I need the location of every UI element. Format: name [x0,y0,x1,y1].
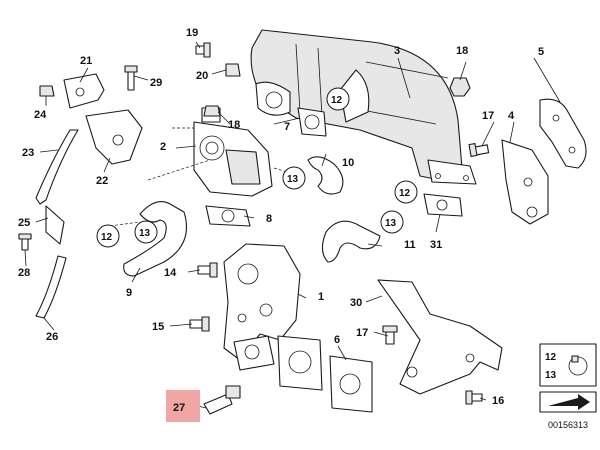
bracket-30-part [377,279,503,395]
label-21: 21 [80,55,92,67]
bolt-16-part [465,390,483,405]
nut-24-part [39,85,55,97]
callout-12c: 12 [96,224,120,248]
label-15: 15 [152,321,164,333]
bolt-15-part [189,316,210,332]
label-18a: 18 [456,45,468,57]
circled-callouts: 12 13 12 13 12 13 [96,87,418,248]
label-27[interactable]: 27 [173,402,185,414]
label-23: 23 [22,147,34,159]
leader-lines [24,41,561,409]
bolt-14-part [197,262,218,278]
gasket-31-part [423,193,463,217]
logo-arrow-box [539,391,597,413]
gasket-8-part [205,205,251,227]
label-6: 6 [334,334,340,346]
label-11: 11 [404,239,416,251]
drawing-number: 00156313 [548,420,588,430]
label-17b: 17 [356,327,368,339]
callout-13b: 13 [380,210,404,234]
bolt-17-part [468,143,490,157]
label-26: 26 [46,331,58,343]
inset-label-12: 12 [545,352,557,363]
hose-26-part [35,255,67,319]
bolt-19-part [195,42,211,58]
bracket-4-part [501,139,549,225]
highlighted-part-27[interactable]: 27 [166,390,200,422]
svg-text:13: 13 [139,228,151,239]
hose-23-part [35,129,79,205]
label-22: 22 [96,175,108,187]
callout-13c: 13 [134,220,158,244]
bolt-28-part [18,233,32,251]
hose-9-part [123,201,188,277]
egr-valve-part [172,107,273,197]
label-30: 30 [350,297,362,309]
bolt-17-lower-part [382,325,398,345]
flange-5-part [539,98,587,169]
bracket-21-part [63,73,105,109]
label-28: 28 [18,267,30,279]
nut-18-part [449,77,471,97]
bolt-29-part [124,65,138,91]
label-20: 20 [196,70,208,82]
label-3: 3 [394,45,400,57]
clip-25-part [45,205,65,245]
label-16: 16 [492,395,504,407]
label-4: 4 [508,110,515,122]
hose-10-part [307,156,344,195]
label-29: 29 [150,77,162,89]
label-24: 24 [34,109,47,121]
callout-12a: 12 [326,87,350,111]
callout-13a: 13 [282,166,306,190]
label-2: 2 [160,141,166,153]
label-19: 19 [186,27,198,39]
gasket-6-part [329,355,373,413]
svg-text:13: 13 [385,218,397,229]
label-7: 7 [284,121,290,133]
label-25: 25 [18,217,30,229]
bracket-1-part [223,243,323,391]
inset-label-13: 13 [545,370,557,381]
label-10: 10 [342,157,354,169]
bolt-18-small-part [203,105,221,117]
bracket-22-part [85,109,143,165]
label-17a: 17 [482,110,494,122]
arrow-icon [548,394,590,410]
label-1: 1 [318,291,324,303]
nut-20-part [225,63,241,77]
label-5: 5 [538,46,544,58]
callout-12b: 12 [394,180,418,204]
svg-text:12: 12 [101,232,113,243]
svg-text:12: 12 [399,188,411,199]
egr-cooler-part [250,29,477,185]
gasket-7-part [297,107,327,137]
label-18b: 18 [228,119,240,131]
sensor-27-part [203,385,241,415]
highlight-box [166,390,200,422]
label-14: 14 [164,267,177,279]
part-labels: 1 2 3 4 5 6 7 8 9 10 11 14 15 16 17 17 1… [18,27,544,407]
svg-text:13: 13 [287,174,299,185]
svg-text:12: 12 [331,95,343,106]
label-9: 9 [126,287,132,299]
label-31: 31 [430,239,442,251]
label-8: 8 [266,213,272,225]
clamp-inset: 12 13 [539,343,597,387]
hose-11-part [321,220,381,263]
